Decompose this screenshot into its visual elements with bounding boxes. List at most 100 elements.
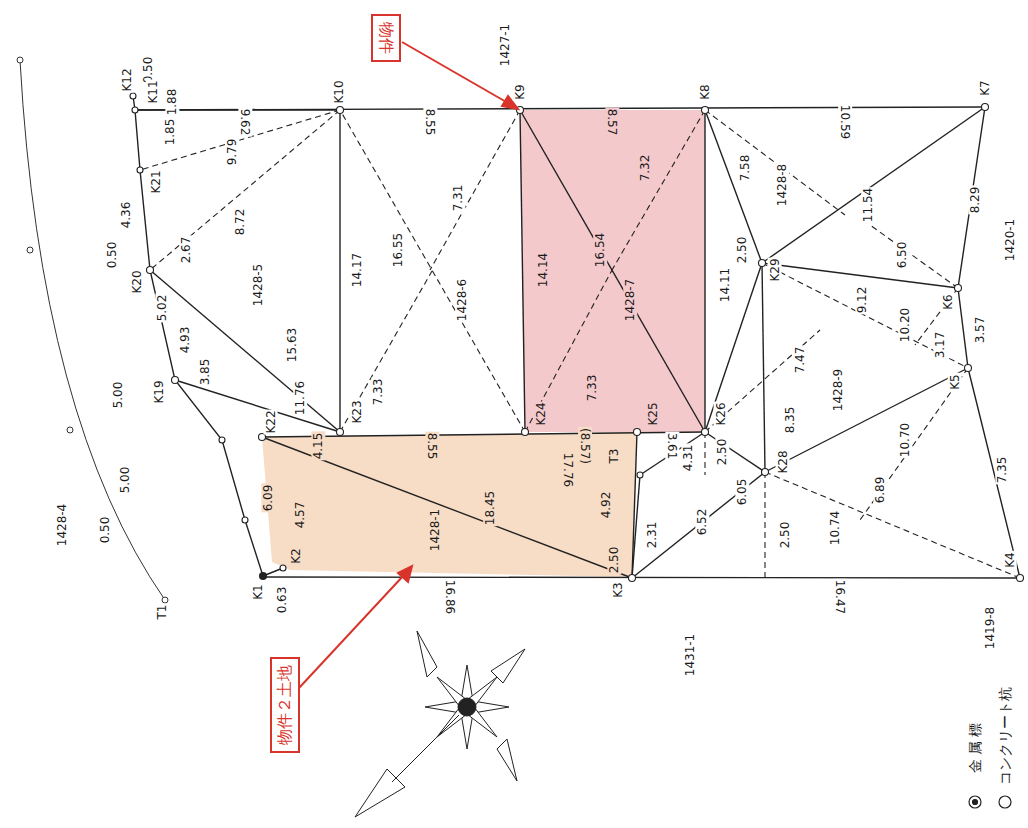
lot-number: 1428-8 bbox=[775, 163, 789, 208]
point-name: T3 bbox=[607, 448, 621, 465]
lot-number: 1431-1 bbox=[683, 633, 697, 678]
dimension: 16.47 bbox=[833, 579, 847, 615]
dimension: 14.17 bbox=[350, 252, 364, 288]
dimension: 4.15 bbox=[311, 432, 325, 461]
point-name: K20 bbox=[129, 269, 143, 294]
point-name: K23 bbox=[349, 399, 363, 424]
dimension: 18.45 bbox=[483, 490, 497, 526]
dimension: 10.74 bbox=[828, 510, 842, 546]
road-arc bbox=[20, 60, 165, 600]
point-name: K6 bbox=[941, 293, 955, 311]
callout-text: 物件 bbox=[377, 22, 395, 54]
dimension: 4.31 bbox=[681, 444, 695, 473]
dimension: 3.61 bbox=[665, 432, 679, 461]
dimension: 7.32 bbox=[638, 154, 652, 183]
dimension: 8.72 bbox=[233, 208, 247, 237]
dimension: 17.76 bbox=[561, 452, 575, 488]
dimension: 14.14 bbox=[536, 252, 550, 288]
dimension: 10.20 bbox=[898, 307, 912, 343]
lot-number: 1428-9 bbox=[831, 368, 845, 413]
point-name: K21 bbox=[148, 169, 162, 194]
dimension: 8.35 bbox=[783, 406, 797, 435]
dimension: 9.62 bbox=[238, 108, 252, 137]
boundary-lines bbox=[133, 96, 1020, 578]
dimension: 16.55 bbox=[391, 232, 405, 268]
lot-number: 1428-7 bbox=[623, 278, 637, 323]
dimension: 7.31 bbox=[451, 184, 465, 213]
dimension: 16.54 bbox=[593, 232, 607, 268]
dimension: 14.11 bbox=[718, 267, 732, 303]
point-name: K2 bbox=[289, 547, 303, 565]
dimension: 6.89 bbox=[873, 476, 887, 505]
lot-number: 1420-1 bbox=[1003, 218, 1017, 263]
point-name: K4 bbox=[1003, 551, 1017, 569]
point-name: K1 bbox=[251, 583, 265, 601]
dimension: 1.88 bbox=[165, 88, 179, 117]
dimension: 6.50 bbox=[895, 241, 909, 270]
dimension: 11.54 bbox=[861, 187, 875, 223]
dimension: 3.17 bbox=[933, 331, 947, 360]
dimension: 5.00 bbox=[111, 381, 125, 410]
dimension: 6.52 bbox=[695, 508, 709, 537]
dimension: 2.50 bbox=[735, 236, 749, 265]
dimension: 15.63 bbox=[285, 327, 299, 363]
dimension: 7.35 bbox=[995, 456, 1009, 485]
dimension: 5.00 bbox=[118, 466, 132, 495]
dimension: 8.29 bbox=[968, 186, 982, 215]
callout-arrows bbox=[299, 42, 518, 688]
dimension: 7.33 bbox=[585, 374, 599, 403]
dimension: 2.50 bbox=[715, 438, 729, 467]
dimension: 11.76 bbox=[293, 380, 307, 416]
lot-number: 1428-1 bbox=[428, 508, 442, 553]
dimension: 2.31 bbox=[645, 521, 659, 550]
dimension: 2.50 bbox=[607, 546, 621, 575]
dimension: 0.50 bbox=[98, 516, 112, 545]
arc-points bbox=[17, 57, 168, 603]
lot-number: 1428-6 bbox=[455, 278, 469, 323]
point-name: K28 bbox=[775, 449, 789, 474]
dimension: 0.50 bbox=[105, 241, 119, 270]
dimension: 16.86 bbox=[443, 579, 457, 615]
dimension: 8.55 bbox=[425, 432, 439, 461]
point-name: K10 bbox=[331, 79, 345, 104]
point-name: K8 bbox=[698, 83, 712, 101]
dimension: 7.33 bbox=[371, 378, 385, 407]
survey-points bbox=[130, 93, 1024, 582]
legend-samples bbox=[969, 796, 1011, 808]
callout-box: 物件 bbox=[371, 14, 401, 62]
point-name: K7 bbox=[978, 79, 992, 97]
dimension: 7.58 bbox=[738, 154, 752, 183]
point-name: K11 bbox=[145, 79, 159, 104]
dimension: 10.59 bbox=[838, 104, 852, 140]
lot-number: 1428-5 bbox=[251, 263, 265, 308]
callout-text: 物件２土地 bbox=[276, 665, 294, 745]
dimension: 7.47 bbox=[793, 346, 807, 375]
dimension: 1.85 bbox=[163, 118, 177, 147]
dimension: 10.70 bbox=[898, 422, 912, 458]
point-name: K29 bbox=[767, 257, 781, 282]
dimension: 9.12 bbox=[855, 286, 869, 315]
dimension: 8.55 bbox=[423, 108, 437, 137]
callout-box: 物件２土地 bbox=[270, 657, 300, 753]
dimension: 3.85 bbox=[198, 358, 212, 387]
lot-number: 1419-8 bbox=[983, 606, 997, 651]
compass bbox=[355, 631, 525, 817]
point-name: K12 bbox=[119, 67, 133, 92]
point-name: K22 bbox=[263, 409, 277, 434]
dimension: 4.57 bbox=[293, 501, 307, 530]
point-name: K24 bbox=[533, 401, 547, 426]
dimension: 6.09 bbox=[261, 484, 275, 513]
dimension: (8.57) bbox=[578, 427, 592, 465]
dimension: 4.36 bbox=[119, 201, 133, 230]
point-name: K26 bbox=[713, 401, 727, 426]
point-name: K3 bbox=[611, 581, 625, 599]
dimension: 6.05 bbox=[735, 478, 749, 507]
dimension: 4.92 bbox=[599, 491, 613, 520]
point-name: K9 bbox=[513, 83, 527, 101]
point-name: K25 bbox=[645, 401, 659, 426]
lot-number: 1428-4 bbox=[55, 503, 69, 548]
dimension: 2.67 bbox=[179, 236, 193, 265]
legend-text: コンクリート杭 bbox=[997, 687, 1013, 785]
point-name: K19 bbox=[151, 379, 165, 404]
